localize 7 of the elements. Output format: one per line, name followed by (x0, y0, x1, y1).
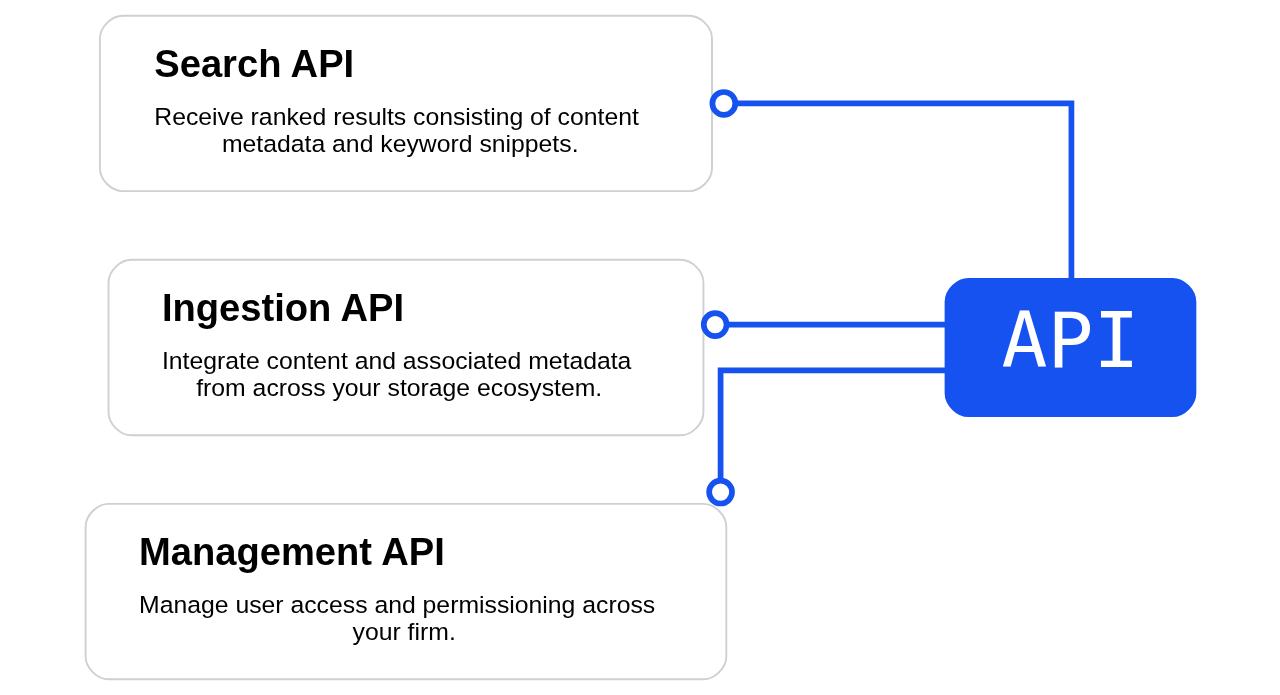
node-box: Ingestion API Integrate content and associated metadata from across your storage ecosystem. (107, 258, 704, 437)
node-box: Management API Manage user access and permissioning across your firm. (84, 502, 727, 681)
node-box: Search API Receive ranked results consisting of content metadata and keyword snippets. (98, 14, 713, 193)
connector (700, 310, 945, 339)
node-box: API (944, 277, 1196, 418)
connector (709, 89, 1074, 279)
connector (705, 367, 945, 507)
